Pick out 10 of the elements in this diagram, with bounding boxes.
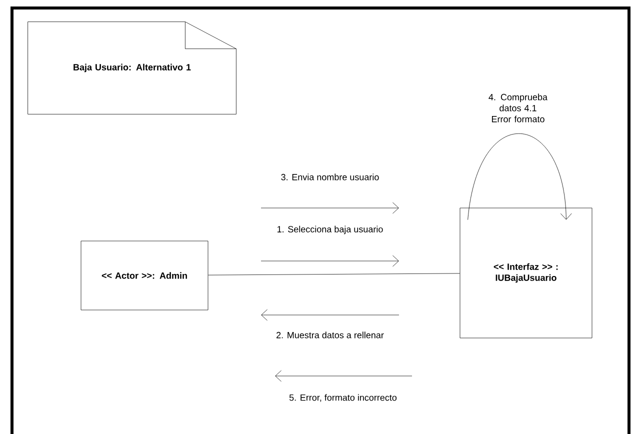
connector	[468, 133, 572, 220]
connector	[208, 273, 460, 276]
message-label: 3. Envia nombre usuario	[281, 174, 379, 180]
edge-label: 4. Comprueba datos 4.1 Error formato	[488, 94, 548, 122]
message-label: 2. Muestra datos a rellenar	[276, 332, 384, 338]
message-label: 5. Error, formato incorrecto	[289, 394, 397, 402]
object-box: << Actor >>: Admin	[80, 240, 208, 310]
object-box: << Interfaz >> : IUBajaUsuario	[460, 208, 592, 338]
note-box: Baja Usuario: Alternativo 1	[28, 22, 236, 114]
message-label: 1. Selecciona baja usuario	[278, 226, 383, 234]
